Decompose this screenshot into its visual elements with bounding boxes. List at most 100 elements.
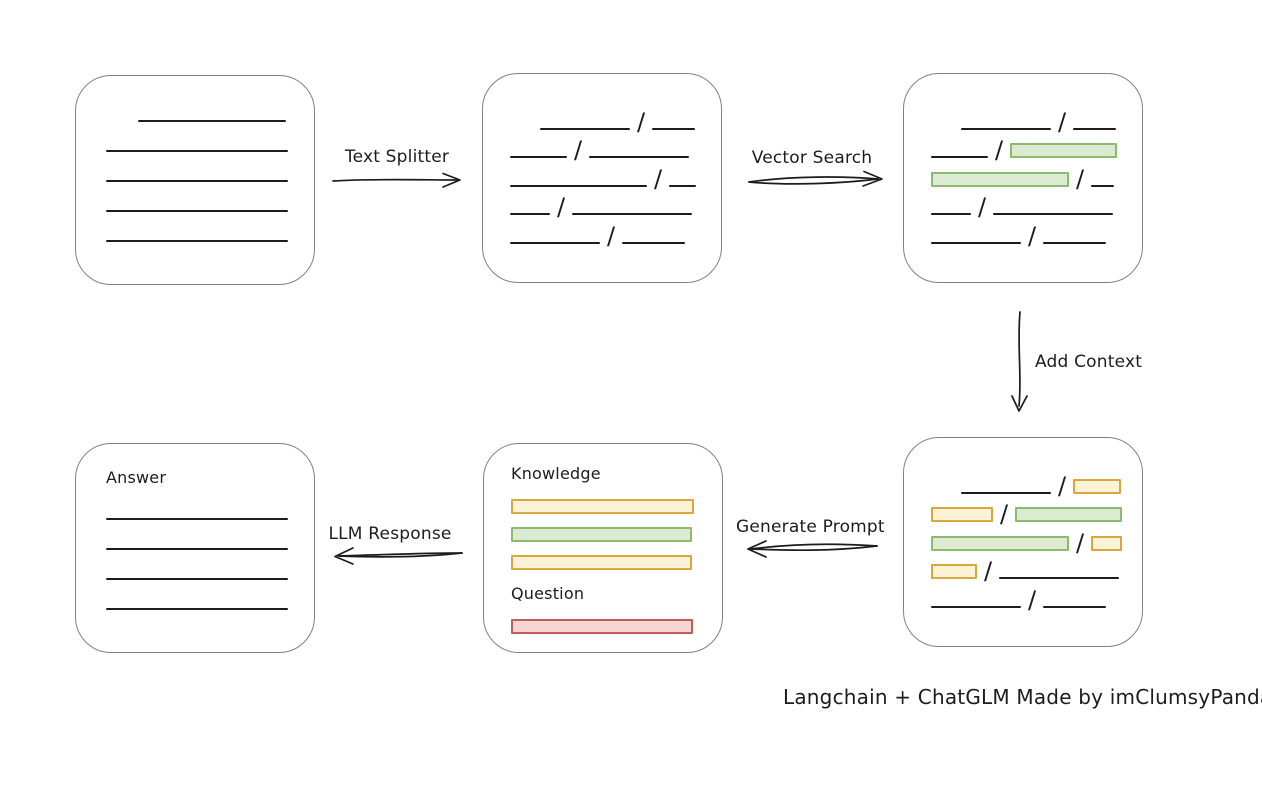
llm-response-arrow xyxy=(334,547,463,565)
slash-separator: / xyxy=(557,193,566,221)
segment-row xyxy=(511,514,722,542)
segment-row: / xyxy=(931,494,1142,528)
segment-row xyxy=(106,182,314,212)
knowledge-bars xyxy=(511,486,722,570)
green-highlight-bar xyxy=(1010,143,1118,158)
text-line xyxy=(931,241,1021,244)
text-line xyxy=(106,578,288,580)
vector-search-label: Vector Search xyxy=(751,148,873,168)
text-line xyxy=(106,548,288,550)
text-line xyxy=(510,184,647,187)
green-highlight-bar xyxy=(931,171,1069,187)
text-splitter-arrow xyxy=(332,172,461,188)
answer-lines xyxy=(106,490,314,610)
slash-separator: / xyxy=(1000,500,1009,528)
text-line xyxy=(106,518,288,520)
generate-prompt-arrow xyxy=(747,540,878,558)
text-line xyxy=(572,213,693,215)
text-line xyxy=(106,608,288,610)
answer-label: Answer xyxy=(106,468,167,487)
segment-row: / xyxy=(510,158,721,191)
segment-row xyxy=(106,122,314,152)
segment-row: / xyxy=(931,215,1142,248)
text-line xyxy=(999,577,1120,579)
segment-row: / xyxy=(931,465,1142,498)
segment-row: / xyxy=(931,579,1142,612)
segment-row xyxy=(511,486,722,514)
question-bars xyxy=(511,606,722,634)
segment-row xyxy=(511,606,722,634)
node-source-document xyxy=(75,75,315,285)
yellow-highlight-bar xyxy=(931,564,977,579)
segment-row xyxy=(106,92,314,122)
yellow-highlight-bar xyxy=(931,507,993,522)
node-prompt: Knowledge Question xyxy=(483,443,723,653)
yellow-highlight-bar xyxy=(1073,478,1122,494)
text-line xyxy=(1043,605,1107,608)
segment-row: / xyxy=(510,130,721,164)
text-line xyxy=(1043,241,1107,244)
text-line xyxy=(510,241,600,244)
text-line xyxy=(106,150,288,152)
segment-row: / xyxy=(510,187,721,221)
slash-separator: / xyxy=(637,107,646,136)
segment-row: / xyxy=(931,130,1142,164)
llm-response-label: LLM Response xyxy=(328,524,452,544)
segment-row: / xyxy=(931,101,1142,134)
slash-separator: / xyxy=(995,136,1004,164)
slash-separator: / xyxy=(1028,221,1037,250)
text-line xyxy=(589,156,690,158)
text-line xyxy=(652,127,696,130)
slash-separator: / xyxy=(984,557,993,585)
segment-row: / xyxy=(510,215,721,248)
yellow-highlight-bar xyxy=(511,499,694,514)
text-line xyxy=(1073,127,1117,130)
match-lines: ///// xyxy=(904,74,1142,248)
text-line xyxy=(993,213,1114,215)
slash-separator: / xyxy=(1076,528,1085,557)
credit-text: Langchain + ChatGLM Made by imClumsyPand… xyxy=(783,685,1262,709)
question-label: Question xyxy=(511,584,585,603)
slash-separator: / xyxy=(1058,107,1067,136)
text-line xyxy=(961,491,1051,494)
split-lines: ///// xyxy=(483,74,721,248)
segment-row: / xyxy=(510,101,721,134)
segment-row xyxy=(106,580,314,610)
slash-separator: / xyxy=(1058,471,1067,500)
text-line xyxy=(961,127,1051,130)
text-splitter-label: Text Splitter xyxy=(344,147,450,167)
context-lines: / / / / / xyxy=(904,438,1142,612)
slash-separator: / xyxy=(654,164,663,193)
text-line xyxy=(931,156,988,158)
green-highlight-bar xyxy=(1015,507,1123,522)
node-vector-matches: ///// xyxy=(903,73,1143,283)
segment-row xyxy=(511,542,722,570)
text-line xyxy=(106,240,288,242)
text-line xyxy=(1091,184,1115,187)
green-highlight-bar xyxy=(931,535,1069,551)
segment-row: / xyxy=(931,551,1142,585)
segment-row xyxy=(106,520,314,550)
green-highlight-bar xyxy=(511,527,692,542)
text-line xyxy=(540,127,630,130)
text-line xyxy=(931,605,1021,608)
segment-row: / xyxy=(931,522,1142,555)
segment-row: / xyxy=(931,187,1142,221)
text-line xyxy=(106,180,288,182)
segment-row xyxy=(106,550,314,580)
text-line xyxy=(669,184,697,187)
segment-row: / xyxy=(931,158,1142,191)
document-lines xyxy=(76,76,314,242)
text-line xyxy=(510,156,567,158)
slash-separator: / xyxy=(574,136,583,164)
yellow-highlight-bar xyxy=(1091,535,1123,551)
text-line xyxy=(931,213,971,215)
knowledge-label: Knowledge xyxy=(511,464,601,483)
node-context-document: / / / / / xyxy=(903,437,1143,647)
slash-separator: / xyxy=(1028,585,1037,614)
text-line xyxy=(622,241,686,244)
yellow-highlight-bar xyxy=(511,555,692,570)
slash-separator: / xyxy=(978,193,987,221)
segment-row xyxy=(106,152,314,182)
